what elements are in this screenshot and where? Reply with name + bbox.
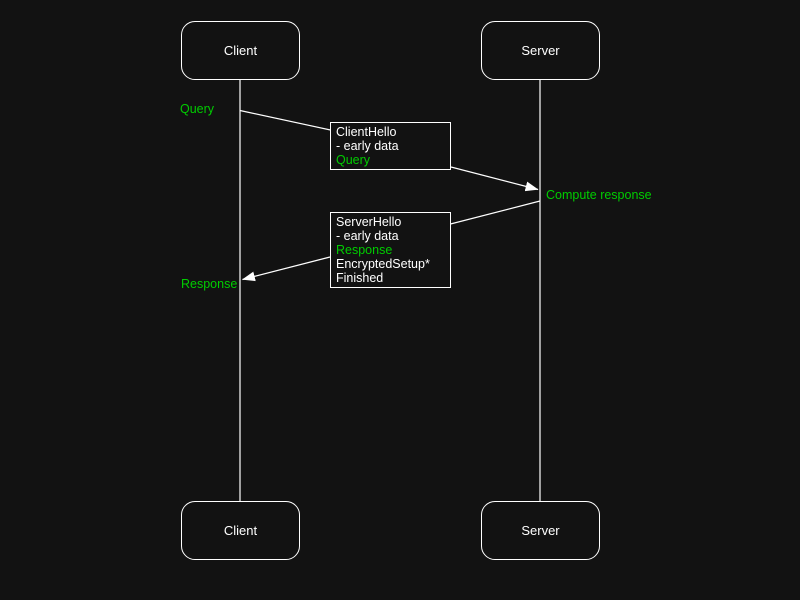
- query-message-line-segment-1: [239, 109, 331, 131]
- message-line: ClientHello: [336, 125, 397, 139]
- label-response: Response: [181, 277, 238, 291]
- message-line: ServerHello: [336, 215, 402, 229]
- actor-label: Client: [223, 43, 258, 58]
- actor-client-bottom: Client: [181, 501, 300, 560]
- message-box-clienthello: ClientHello - early data Query: [330, 122, 451, 170]
- message-line: EncryptedSetup*: [336, 257, 430, 271]
- message-box-serverhello: ServerHello - early data Response Encryp…: [330, 212, 451, 288]
- message-line: - early data: [336, 139, 399, 153]
- message-line: - early data: [336, 229, 399, 243]
- response-message-line-segment-1: [450, 200, 541, 225]
- actor-label: Client: [223, 523, 258, 538]
- actor-server-bottom: Server: [481, 501, 600, 560]
- message-line: Finished: [336, 271, 384, 285]
- label-query: Query: [180, 102, 215, 116]
- message-line: Query: [336, 153, 371, 167]
- actor-label: Server: [521, 43, 560, 58]
- label-compute-response: Compute response: [546, 188, 652, 202]
- query-message-line-segment-2: [450, 166, 539, 192]
- actor-server-top: Server: [481, 21, 600, 80]
- actor-client-top: Client: [181, 21, 300, 80]
- actor-label: Server: [521, 523, 560, 538]
- message-line: Response: [336, 243, 393, 257]
- response-message-line-segment-2: [241, 256, 331, 282]
